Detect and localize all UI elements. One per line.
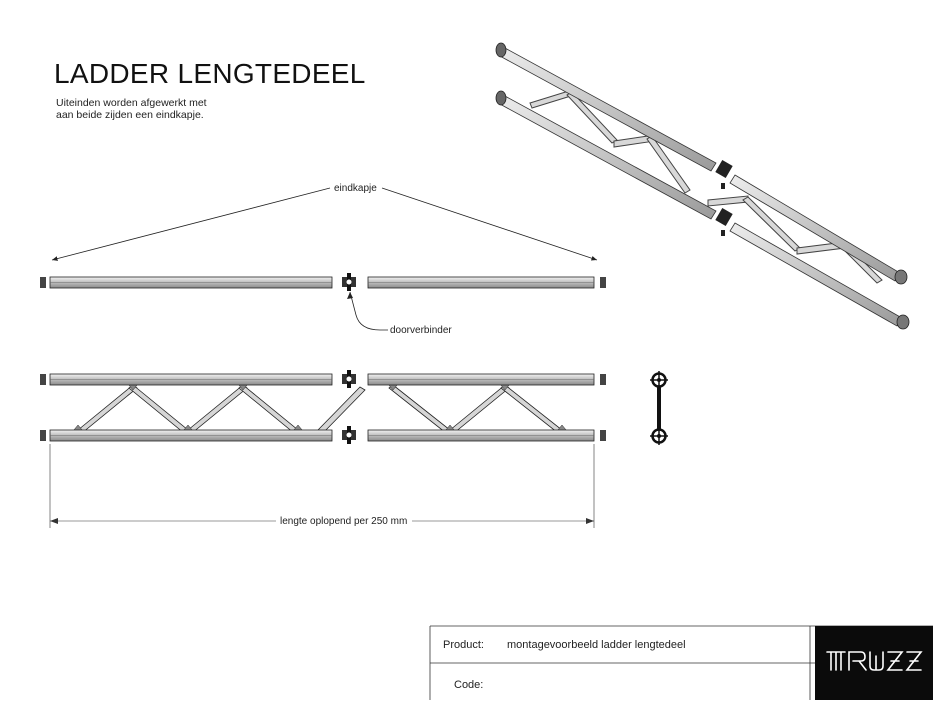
- end-cap-label: eindkapje: [334, 183, 377, 194]
- isometric-ladder-view: [495, 42, 910, 330]
- side-view-tube: [40, 273, 606, 291]
- note-line-2: aan beide zijden een eindkapje.: [56, 109, 204, 121]
- connector-callout: doorverbinder: [347, 291, 452, 336]
- end-cap-right: [600, 277, 606, 288]
- connector-label: doorverbinder: [390, 325, 452, 336]
- truzz-logo-mark: [826, 651, 923, 671]
- connector: [342, 273, 356, 291]
- product-label: Product:: [443, 639, 484, 651]
- note-line-1: Uiteinden worden afgewerkt met: [56, 97, 207, 109]
- length-label: lengte oplopend per 250 mm: [280, 516, 407, 527]
- end-section-view: [650, 371, 668, 445]
- company-logo: [815, 626, 933, 700]
- drawing-title: LADDER LENGTEDEEL: [54, 58, 366, 89]
- code-label: Code:: [454, 679, 484, 691]
- length-dimension: lengte oplopend per 250 mm: [49, 444, 595, 528]
- end-cap-callout: eindkapje: [51, 183, 598, 261]
- end-cap-left: [40, 277, 46, 288]
- ladder-front-view: [40, 370, 606, 444]
- product-value: montagevoorbeeld ladder lengtedeel: [507, 639, 686, 651]
